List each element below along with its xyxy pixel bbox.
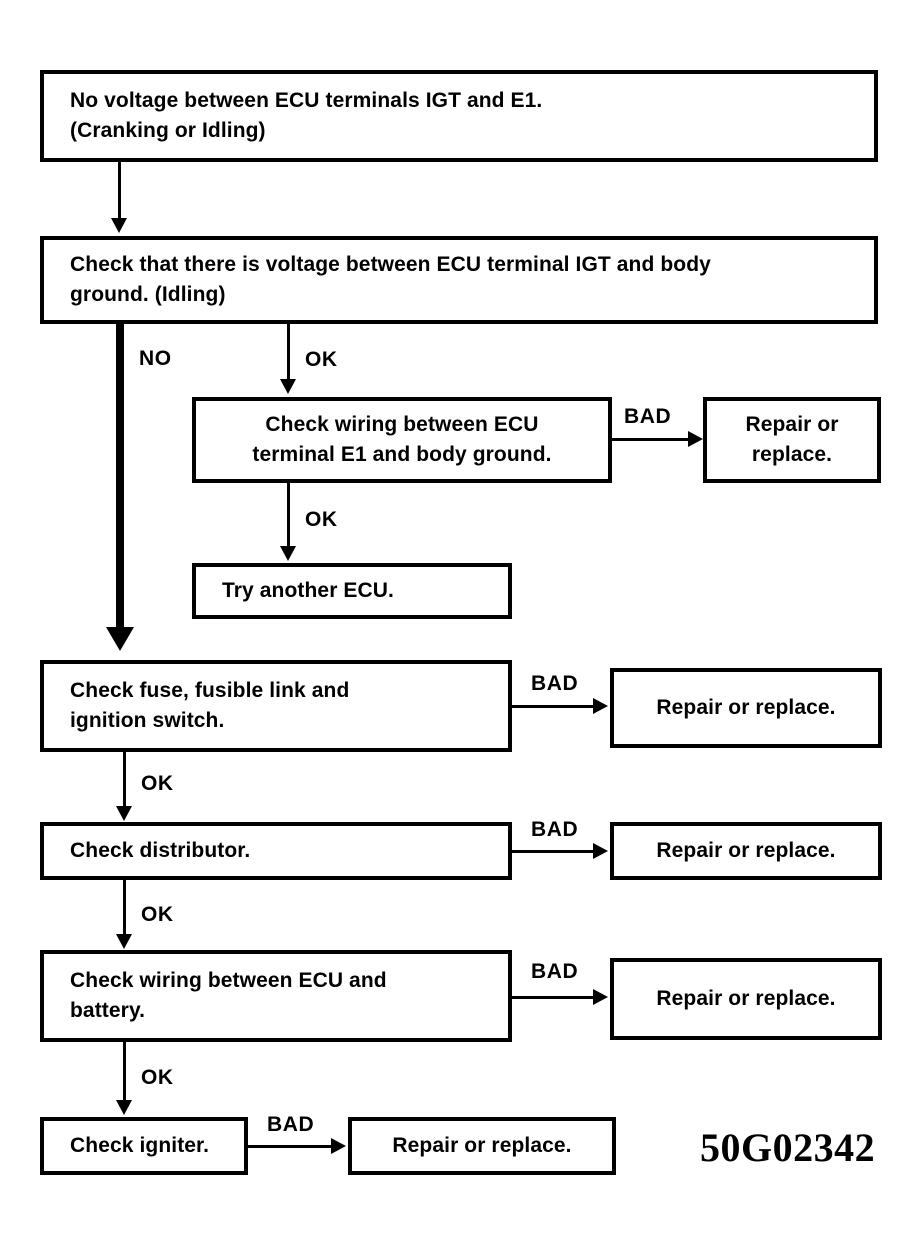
- edge-label-no-1: NO: [139, 347, 172, 370]
- edge-label-ok-1: OK: [305, 348, 338, 371]
- node-check-fuse: Check fuse, fusible link and ignition sw…: [40, 660, 512, 752]
- branch-ok-2-arrowhead: [280, 546, 296, 561]
- branch-bad-4-arrowhead: [593, 989, 608, 1005]
- node-check-voltage-igt-body-ground-label: Check that there is voltage between ECU …: [70, 252, 711, 306]
- node-repair-or-replace-3-label: Repair or replace.: [656, 838, 836, 862]
- branch-ok-4-line: [123, 880, 126, 939]
- branch-no-arrowhead: [106, 627, 134, 651]
- node-check-wiring-battery-label: Check wiring between ECU and battery.: [70, 968, 387, 1022]
- node-repair-or-replace-2: Repair or replace.: [610, 668, 882, 748]
- node-check-wiring-e1-body-ground-label: Check wiring between ECU terminal E1 and…: [252, 412, 552, 466]
- branch-ok-3-line: [123, 752, 126, 810]
- edge-label-ok-4: OK: [141, 903, 174, 926]
- edge-label-bad-5: BAD: [267, 1113, 315, 1136]
- node-repair-or-replace-1-label: Repair or replace.: [745, 412, 839, 466]
- node-repair-or-replace-4: Repair or replace.: [610, 958, 882, 1040]
- branch-bad-5-line: [248, 1145, 333, 1148]
- node-check-wiring-e1-body-ground: Check wiring between ECU terminal E1 and…: [192, 397, 612, 483]
- node-check-distributor: Check distributor.: [40, 822, 512, 880]
- figure-code: 50G02342: [700, 1125, 876, 1170]
- branch-bad-2-line: [512, 705, 595, 708]
- node-no-voltage-igt-e1: No voltage between ECU terminals IGT and…: [40, 70, 878, 162]
- branch-bad-3-arrowhead: [593, 843, 608, 859]
- branch-bad-1-arrowhead: [688, 431, 703, 447]
- branch-bad-3-line: [512, 850, 595, 853]
- node-repair-or-replace-4-label: Repair or replace.: [656, 986, 836, 1010]
- edge-label-bad-4: BAD: [531, 960, 579, 983]
- edge-label-bad-1: BAD: [624, 405, 672, 428]
- node-check-igniter: Check igniter.: [40, 1117, 248, 1175]
- branch-bad-5-arrowhead: [331, 1138, 346, 1154]
- node-try-another-ecu: Try another ECU.: [192, 563, 512, 619]
- node-check-wiring-battery: Check wiring between ECU and battery.: [40, 950, 512, 1042]
- edge-label-ok-3: OK: [141, 772, 174, 795]
- node-repair-or-replace-2-label: Repair or replace.: [656, 695, 836, 719]
- branch-ok-1-line: [287, 324, 290, 382]
- edge-label-bad-3: BAD: [531, 818, 579, 841]
- branch-bad-4-line: [512, 996, 595, 999]
- edge-label-ok-5: OK: [141, 1066, 174, 1089]
- node-check-fuse-label: Check fuse, fusible link and ignition sw…: [70, 678, 350, 732]
- connector-n1-n2-arrowhead: [111, 218, 127, 233]
- edge-label-ok-2: OK: [305, 508, 338, 531]
- node-repair-or-replace-1: Repair or replace.: [703, 397, 881, 483]
- connector-n1-n2-line: [118, 162, 121, 220]
- branch-ok-5-line: [123, 1042, 126, 1104]
- node-repair-or-replace-5: Repair or replace.: [348, 1117, 616, 1175]
- branch-bad-1-line: [612, 438, 690, 441]
- branch-ok-3-arrowhead: [116, 806, 132, 821]
- node-repair-or-replace-3: Repair or replace.: [610, 822, 882, 880]
- branch-ok-5-arrowhead: [116, 1100, 132, 1115]
- node-check-distributor-label: Check distributor.: [70, 838, 251, 862]
- node-check-voltage-igt-body-ground: Check that there is voltage between ECU …: [40, 236, 878, 324]
- node-no-voltage-igt-e1-label: No voltage between ECU terminals IGT and…: [70, 88, 543, 142]
- branch-ok-1-arrowhead: [280, 379, 296, 394]
- branch-bad-2-arrowhead: [593, 698, 608, 714]
- node-check-igniter-label: Check igniter.: [70, 1133, 210, 1157]
- branch-ok-2-line: [287, 483, 290, 548]
- branch-ok-4-arrowhead: [116, 934, 132, 949]
- branch-no-line: [116, 324, 124, 629]
- edge-label-bad-2: BAD: [531, 672, 579, 695]
- node-repair-or-replace-5-label: Repair or replace.: [392, 1133, 572, 1157]
- node-try-another-ecu-label: Try another ECU.: [222, 578, 394, 602]
